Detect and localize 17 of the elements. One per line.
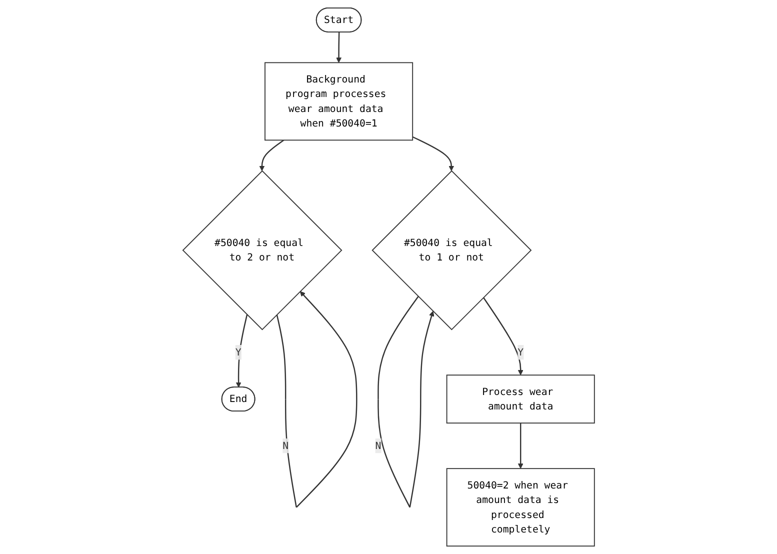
edge-label: N — [282, 440, 288, 452]
arrow — [412, 136, 454, 172]
arrow — [259, 140, 284, 172]
arrow — [518, 423, 524, 469]
arrow — [276, 291, 358, 508]
node-diamond: #50040 is equal to 2 or not — [182, 170, 342, 330]
node-box: Background program processes wear amount data when #50040=1 — [264, 62, 413, 141]
arrow — [377, 296, 434, 508]
edge-label: Y — [517, 346, 524, 358]
arrow — [336, 32, 342, 63]
node-box: 50040=2 when wear amount data is processed completely — [446, 468, 595, 547]
node-diamond: #50040 is equal to 1 or not — [372, 170, 532, 330]
edge-label: N — [375, 440, 382, 452]
node-box: Process wear amount data — [446, 374, 595, 424]
edge-label: Y — [235, 346, 242, 358]
arrow — [482, 297, 524, 376]
arrow — [236, 314, 248, 388]
